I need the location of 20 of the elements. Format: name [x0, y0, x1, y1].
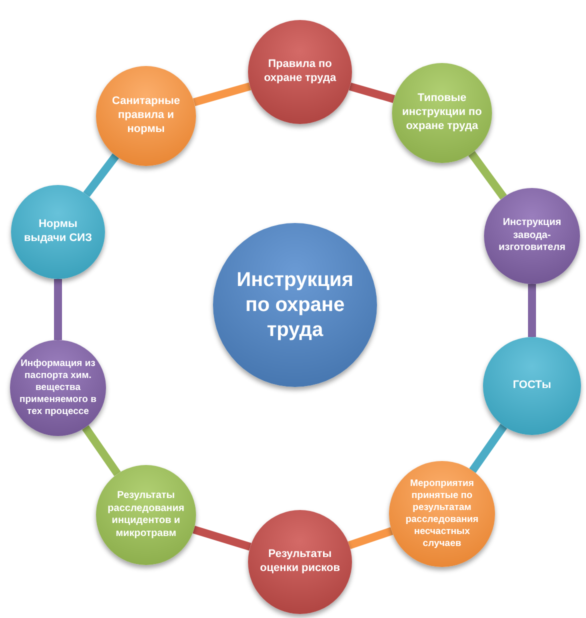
node-text: Результаты расследования инцидентов и микротравм — [106, 490, 186, 540]
connector-line — [82, 425, 121, 476]
connector-line — [469, 424, 508, 473]
node-text: Инструкция по охране труда — [236, 268, 354, 342]
node-text: Инструкция завода-изготовителя — [498, 217, 566, 255]
node-text: Информация из паспорта хим. вещества применяемого в тех процессе — [18, 358, 98, 418]
node-text: Мероприятия принятые по результатам расследования несчастных случаев — [404, 478, 480, 550]
node-text: ГОСТы — [512, 379, 552, 393]
node-text: Нормы выдачи СИЗ — [23, 218, 93, 246]
connector-line — [528, 284, 536, 337]
connector-line — [54, 279, 62, 340]
connector-line — [348, 527, 394, 550]
connector-line — [468, 150, 507, 200]
connector-line — [192, 82, 252, 106]
node-text: Типовые инструкции по охране труда — [401, 92, 483, 134]
node-text: Правила по охране труда — [262, 58, 338, 86]
connector-line — [192, 526, 252, 551]
connector-line — [348, 82, 396, 103]
node-text: Санитарные правила и нормы — [111, 95, 181, 137]
node-text: Результаты оценки рисков — [258, 548, 341, 576]
